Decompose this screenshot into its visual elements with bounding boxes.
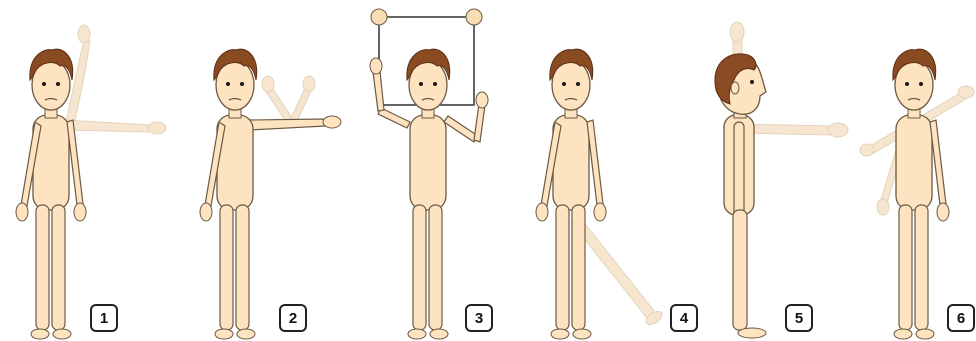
right-leg (236, 205, 249, 330)
panel-number-6: 6 (957, 310, 965, 327)
ghost-arm-horizontal (66, 120, 150, 132)
panel-badge-6: 6 (948, 305, 974, 331)
right-hand (74, 203, 86, 221)
ghost-hand-horizontal (148, 122, 166, 134)
foot (738, 328, 766, 338)
right-eye (433, 82, 437, 86)
extended-hand (323, 116, 341, 128)
left-foot (408, 329, 426, 339)
left-eye (42, 82, 46, 86)
left-leg (220, 205, 233, 330)
right-eye (240, 82, 244, 86)
left-leg (556, 205, 569, 330)
leg (733, 210, 747, 330)
left-arm-upper (378, 108, 410, 128)
ghost-hand-hang (877, 199, 889, 215)
right-arm-upper (444, 116, 478, 142)
panel-number-1: 1 (100, 310, 108, 327)
left-eye (905, 82, 909, 86)
right-hand (476, 92, 488, 108)
right-leg (572, 205, 585, 330)
ghost-hand-cross-b (958, 86, 974, 98)
right-foot (430, 329, 448, 339)
right-arm-fore (474, 104, 485, 142)
right-foot (53, 329, 71, 339)
left-hand (370, 58, 382, 74)
panel-badge-5: 5 (786, 305, 812, 331)
right-leg (52, 205, 65, 330)
right-foot (237, 329, 255, 339)
left-eye (419, 82, 423, 86)
extended-arm (250, 119, 325, 130)
left-eye (562, 82, 566, 86)
figure-panel-3 (370, 9, 488, 339)
left-foot (215, 329, 233, 339)
panel-badge-4: 4 (671, 305, 697, 331)
frame-handle-right (466, 9, 482, 25)
ghost-hand-b (303, 76, 315, 92)
figure-panel-6 (860, 49, 974, 339)
left-foot (894, 329, 912, 339)
figure-panel-4 (536, 49, 664, 339)
left-hand (16, 203, 28, 221)
right-eye (56, 82, 60, 86)
panel-number-5: 5 (795, 310, 803, 327)
right-eye (576, 82, 580, 86)
panel-number-2: 2 (289, 310, 297, 327)
panel-badge-1: 1 (91, 305, 117, 331)
left-leg (36, 205, 49, 330)
ghost-hand-forward (828, 123, 848, 137)
torso (410, 115, 446, 210)
right-leg (429, 205, 442, 330)
ghost-hand-up (730, 22, 744, 42)
right-hand (594, 203, 606, 221)
ghost-hand-cross-a (860, 144, 874, 156)
left-arm-fore (373, 71, 384, 111)
right-hand (937, 203, 949, 221)
panel-number-3: 3 (475, 310, 483, 327)
eye (750, 80, 754, 84)
panel-number-4: 4 (680, 310, 689, 327)
right-foot (573, 329, 591, 339)
figure-panel-1 (16, 25, 166, 339)
figure-panel-5 (715, 22, 848, 338)
figure-panel-2 (200, 49, 341, 339)
ghost-hand-raised (78, 25, 90, 43)
left-leg (899, 205, 912, 330)
torso (896, 115, 932, 210)
left-hand (536, 203, 548, 221)
left-foot (551, 329, 569, 339)
right-foot (916, 329, 934, 339)
ear (731, 82, 739, 94)
frame-handle-left (371, 9, 387, 25)
left-leg (413, 205, 426, 330)
right-eye (919, 82, 923, 86)
left-eye (226, 82, 230, 86)
panel-badge-2: 2 (280, 305, 306, 331)
right-leg (915, 205, 928, 330)
ghost-hand-a (262, 76, 274, 92)
left-foot (31, 329, 49, 339)
left-hand (200, 203, 212, 221)
panel-badge-3: 3 (466, 305, 492, 331)
